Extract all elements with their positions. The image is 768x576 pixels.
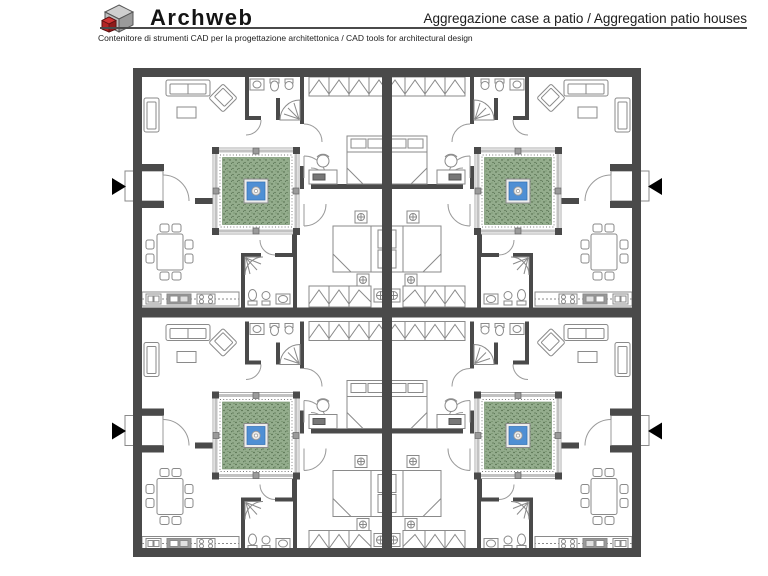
house-unit-bottom-left: [110, 320, 389, 554]
structural-walls: [133, 68, 641, 557]
house-unit-top-right: [385, 75, 664, 310]
brand-name: Archweb: [150, 5, 254, 30]
header-divider: [100, 27, 747, 29]
house-unit-top-left: [110, 75, 389, 310]
page-title: Aggregazione case a patio / Aggregation …: [423, 11, 748, 26]
page-subtitle: Contenitore di strumenti CAD per la prog…: [98, 33, 473, 43]
house-unit-bottom-right: [385, 320, 664, 554]
outer-wall: [133, 68, 641, 557]
